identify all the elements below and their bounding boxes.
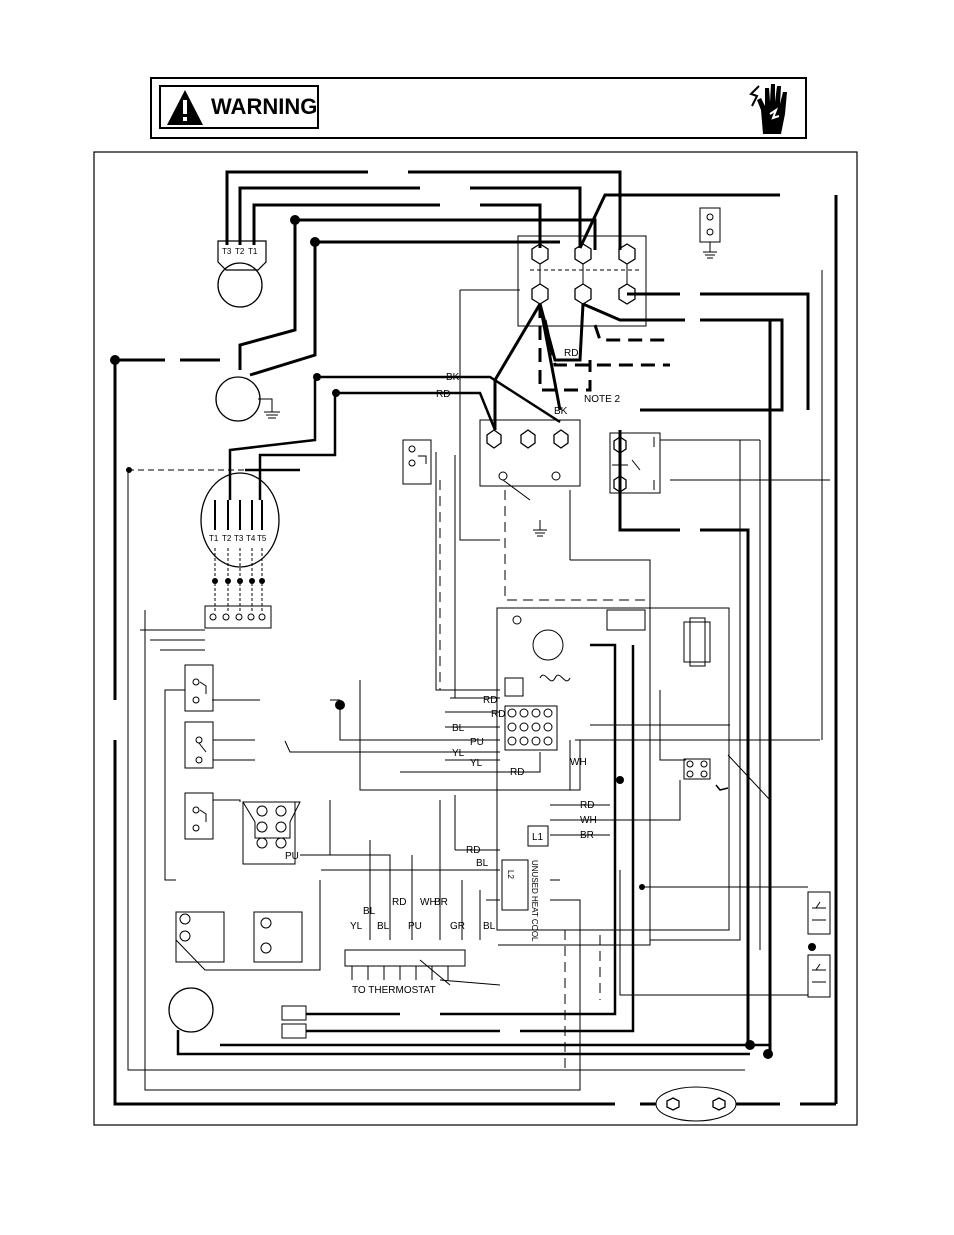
board-wire-wh: WH bbox=[570, 757, 587, 768]
capacitor-block bbox=[479, 419, 581, 537]
pu-wire-label: PU bbox=[285, 851, 299, 862]
relay-rd-label: RD bbox=[564, 348, 578, 359]
limit-switch-3 bbox=[184, 792, 214, 840]
rollout-switch-1 bbox=[807, 891, 831, 935]
capacitor-lower bbox=[175, 911, 303, 963]
board-wire-bl: BL bbox=[452, 723, 465, 734]
thermostat-wire-pu: PU bbox=[408, 921, 422, 932]
thermostat-wire-bl-1: BL bbox=[363, 906, 376, 917]
thermostat-wire-wh: WH bbox=[420, 897, 437, 908]
board-right-wire-br: BR bbox=[580, 830, 594, 841]
wire-label-rd: RD bbox=[436, 389, 450, 400]
board-l1-label: L1 bbox=[532, 832, 544, 843]
board-wire-yl-2: YL bbox=[470, 758, 483, 769]
limit-switch-1 bbox=[184, 664, 214, 712]
blower-terminal-1: T1 bbox=[209, 534, 219, 543]
thermostat-label: TO THERMOSTAT bbox=[352, 985, 436, 996]
thermostat-terminal-strip bbox=[344, 949, 466, 980]
thermostat-wire-gr: GR bbox=[450, 921, 465, 932]
thermostat-wire-br: BR bbox=[434, 897, 448, 908]
thermostat-wire-yl: YL bbox=[350, 921, 363, 932]
control-board bbox=[496, 607, 730, 931]
motor-top-terminal-1: T3 bbox=[222, 247, 232, 256]
board-wire-rd-3: RD bbox=[510, 767, 524, 778]
fuse-holder bbox=[683, 758, 729, 791]
board-right-wire-rd: RD bbox=[580, 800, 594, 811]
warning-label-box: WARNING bbox=[159, 85, 319, 129]
board-mode-label: UNUSED HEAT COOL bbox=[530, 860, 539, 942]
wire-label-bk-2: BK bbox=[554, 406, 568, 417]
plug-connector bbox=[242, 801, 301, 865]
compressor-motor-top bbox=[217, 240, 267, 308]
electric-shock-hand-icon bbox=[749, 84, 787, 134]
note-2-label: NOTE 2 bbox=[584, 394, 621, 405]
blower-terminal-2: T2 bbox=[222, 534, 232, 543]
board-right-wire-wh: WH bbox=[580, 815, 597, 826]
motor-top-terminal-3: T1 bbox=[248, 247, 258, 256]
board-wire-rd-1: RD bbox=[483, 695, 497, 706]
warning-triangle-icon bbox=[167, 90, 203, 125]
board-rd-label: RD bbox=[466, 845, 480, 856]
board-wire-yl-1: YL bbox=[452, 748, 465, 759]
inducer-motor bbox=[168, 987, 214, 1033]
blower-motor bbox=[200, 472, 280, 568]
board-wire-pu: PU bbox=[470, 737, 484, 748]
bottom-fuse bbox=[655, 1086, 737, 1122]
wire-label-bk: BK bbox=[446, 372, 460, 383]
thermostat-wire-bl-2: BL bbox=[377, 921, 390, 932]
warning-banner: WARNING bbox=[150, 77, 807, 139]
warning-title: WARNING bbox=[211, 94, 318, 119]
board-bl-label: BL bbox=[476, 858, 489, 869]
board-wire-rd-2: RD bbox=[491, 709, 505, 720]
rollout-switch-2 bbox=[807, 954, 831, 998]
ground-terminal-top bbox=[699, 207, 721, 259]
diagram-frame bbox=[93, 151, 858, 1126]
blower-terminal-5: T5 bbox=[257, 534, 267, 543]
limit-switch-2 bbox=[184, 721, 214, 769]
fan-motor-middle bbox=[215, 376, 280, 422]
blower-terminal-4: T4 bbox=[246, 534, 256, 543]
board-l2-label: L2 bbox=[506, 870, 515, 879]
contactor bbox=[517, 235, 647, 327]
thermostat-wire-rd: RD bbox=[392, 897, 406, 908]
relay-switch bbox=[609, 432, 661, 494]
thermostat-wire-bl-3: BL bbox=[483, 921, 496, 932]
pressure-switch bbox=[402, 439, 432, 485]
motor-top-terminal-2: T2 bbox=[235, 247, 245, 256]
blower-terminal-3: T3 bbox=[234, 534, 244, 543]
